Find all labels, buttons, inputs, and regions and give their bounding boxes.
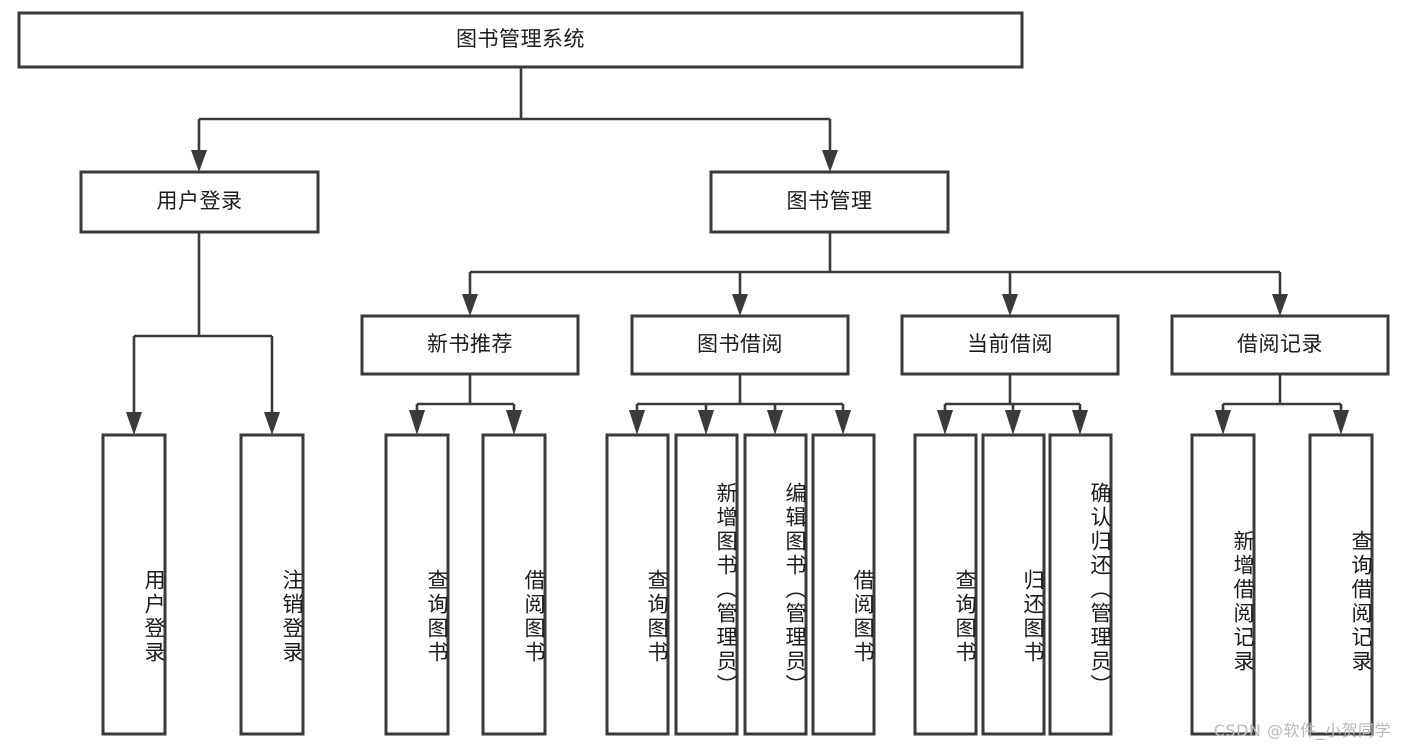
arrow-head-icon	[1072, 410, 1088, 435]
connector-current-borrow-to-leaves	[937, 374, 1088, 435]
node-box-leaf-new-book-0[interactable]	[384, 433, 450, 736]
node-box-borrow-record[interactable]	[1170, 314, 1390, 376]
node-box-book-borrow[interactable]	[630, 314, 850, 376]
connector-root-to-level1	[191, 67, 838, 172]
node-box-leaf-book-borrow-3[interactable]	[811, 433, 876, 736]
arrow-head-icon	[1002, 294, 1018, 316]
arrow-head-icon	[126, 412, 142, 435]
node-box-leaf-borrow-record-1[interactable]	[1308, 433, 1374, 736]
node-box-current-borrow[interactable]	[900, 314, 1120, 376]
node-box-leaf-current-borrow-2[interactable]	[1048, 433, 1113, 736]
node-box-root[interactable]	[17, 11, 1024, 69]
watermark-text: CSDN @软件_小贺同学	[1213, 721, 1391, 740]
node-box-leaf-new-book-1[interactable]	[481, 433, 547, 736]
connector-borrow-record-to-leaves	[1215, 374, 1349, 435]
arrow-head-icon	[1272, 294, 1288, 316]
node-box-user-login[interactable]	[79, 170, 320, 234]
arrow-head-icon	[732, 294, 748, 316]
arrow-head-icon	[767, 410, 783, 435]
arrow-head-icon	[264, 412, 280, 435]
arrow-head-icon	[1333, 410, 1349, 435]
arrow-head-icon	[629, 410, 645, 435]
node-box-leaf-book-borrow-0[interactable]	[605, 433, 670, 736]
node-box-leaf-current-borrow-0[interactable]	[913, 433, 978, 736]
arrow-head-icon	[1215, 410, 1231, 435]
arrow-head-icon	[937, 410, 953, 435]
connector-book-management-to-level2	[462, 232, 1288, 316]
node-box-new-book-recommend[interactable]	[360, 314, 580, 376]
arrow-head-icon	[698, 410, 714, 435]
node-box-leaf-book-borrow-1[interactable]	[674, 433, 739, 736]
node-box-leaf-current-borrow-1[interactable]	[981, 433, 1046, 736]
node-box-leaf-user-login-1[interactable]	[239, 433, 305, 736]
arrow-head-icon	[462, 294, 478, 316]
node-box-leaf-book-borrow-2[interactable]	[743, 433, 808, 736]
connector-user-login-to-leaves	[126, 232, 280, 435]
arrow-head-icon	[191, 150, 207, 172]
arrow-head-icon	[506, 410, 522, 435]
arrow-head-icon	[822, 150, 838, 172]
arrow-head-icon	[835, 410, 851, 435]
node-box-book-management[interactable]	[709, 170, 950, 234]
arrow-head-icon	[409, 410, 425, 435]
connector-new-book-to-leaves	[409, 374, 522, 435]
node-box-leaf-user-login-0[interactable]	[101, 433, 167, 736]
node-box-leaf-borrow-record-0[interactable]	[1190, 433, 1256, 736]
connector-book-borrow-to-leaves	[629, 374, 851, 435]
arrow-head-icon	[1005, 410, 1021, 435]
